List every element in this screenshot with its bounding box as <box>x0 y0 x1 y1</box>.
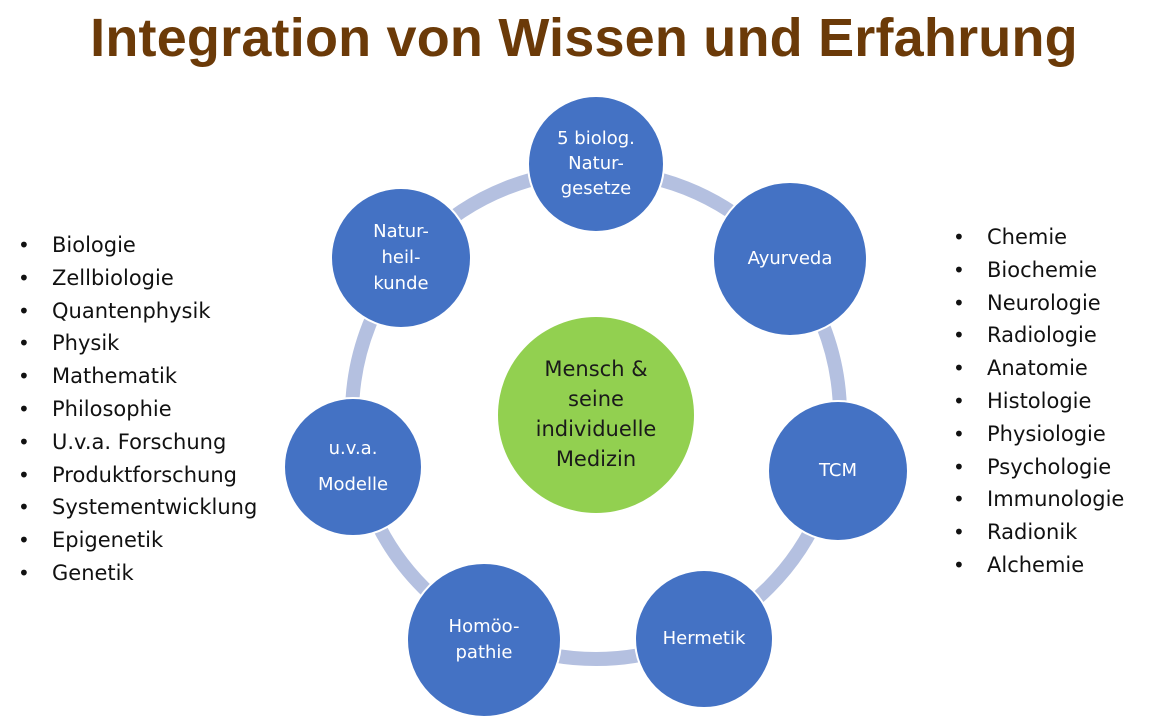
label-line: TCM <box>818 460 857 481</box>
node-circle <box>712 181 868 337</box>
list-item: U.v.a. Forschung <box>18 426 257 459</box>
label-line: pathie <box>456 642 513 663</box>
label-line: Ayurveda <box>748 248 833 269</box>
list-item: Zellbiologie <box>18 262 257 295</box>
list-item: Alchemie <box>953 549 1124 582</box>
list-item: Radionik <box>953 516 1124 549</box>
label-line: Hermetik <box>663 628 746 649</box>
node-hermetik: Hermetik <box>634 569 774 709</box>
list-item: Chemie <box>953 221 1124 254</box>
node-label: u.v.a. Modelle <box>318 438 388 495</box>
list-item: Produktforschung <box>18 459 257 492</box>
label-line: Medizin <box>556 447 636 471</box>
list-item: Philosophie <box>18 393 257 426</box>
node-circle <box>527 95 665 233</box>
label-line: 5 biolog. <box>557 128 635 149</box>
list-item: Physik <box>18 327 257 360</box>
node-label: Hermetik <box>663 628 746 649</box>
label-line: Homöo- <box>449 616 520 637</box>
list-item: Anatomie <box>953 352 1124 385</box>
node-circle <box>767 400 909 542</box>
label-line: individuelle <box>536 417 657 441</box>
node-label: Ayurveda <box>748 248 833 269</box>
center-circle <box>498 317 694 513</box>
list-item: Epigenetik <box>18 524 257 557</box>
node-label: Natur-heil-kunde <box>373 221 429 294</box>
list-item: Psychologie <box>953 451 1124 484</box>
list-item: Genetik <box>18 557 257 590</box>
list-item: Radiologie <box>953 319 1124 352</box>
node-ayurveda: Ayurveda <box>712 181 868 337</box>
node-naturgesetze: 5 biolog. Natur-gesetze <box>527 95 665 233</box>
list-item: Biologie <box>18 229 257 262</box>
label-line: seine <box>568 387 624 411</box>
node-modelle: u.v.a. Modelle <box>283 397 423 537</box>
node-label: Homöo-pathie <box>449 616 520 663</box>
label-line: Natur- <box>373 221 429 242</box>
node-homoeopathie: Homöo-pathie <box>406 562 562 718</box>
list-item: Systementwicklung <box>18 491 257 524</box>
label-line: Modelle <box>318 474 388 495</box>
right-bullet-list: ChemieBiochemieNeurologieRadiologieAnato… <box>953 221 1124 582</box>
list-item: Mathematik <box>18 360 257 393</box>
list-item: Neurologie <box>953 287 1124 320</box>
node-label: 5 biolog. Natur-gesetze <box>557 128 635 199</box>
left-bullet-list: BiologieZellbiologieQuantenphysikPhysikM… <box>18 229 257 590</box>
label-line: gesetze <box>561 178 632 199</box>
node-circle <box>406 562 562 718</box>
label-line: kunde <box>373 273 428 294</box>
list-item: Quantenphysik <box>18 295 257 328</box>
node-naturheilkunde: Natur-heil-kunde <box>330 187 472 329</box>
node-circle <box>330 187 472 329</box>
list-item: Histologie <box>953 385 1124 418</box>
node-tcm: TCM <box>767 400 909 542</box>
node-circle <box>283 397 423 537</box>
label-line: Natur- <box>568 153 624 174</box>
list-item: Biochemie <box>953 254 1124 287</box>
label-line: Mensch & <box>544 357 647 381</box>
list-item: Physiologie <box>953 418 1124 451</box>
page-title: Integration von Wissen und Erfahrung <box>90 8 1078 68</box>
label-line: heil- <box>382 247 421 268</box>
node-circle <box>634 569 774 709</box>
list-item: Immunologie <box>953 483 1124 516</box>
node-label: TCM <box>818 460 857 481</box>
label-line: u.v.a. <box>329 438 378 459</box>
